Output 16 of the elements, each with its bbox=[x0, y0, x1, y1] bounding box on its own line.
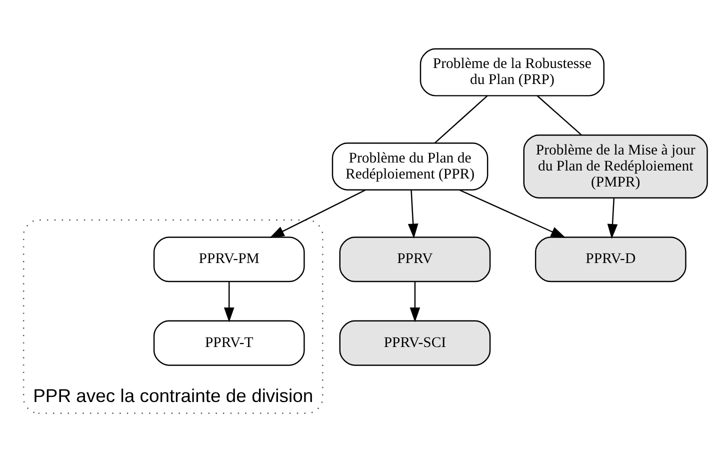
node-box: PPRV-PM bbox=[153, 236, 305, 282]
node-box: Problème de la Mise à jour du Plan de Redéploiement (PMPR) bbox=[523, 134, 708, 198]
arrow bbox=[459, 190, 566, 238]
node-box: PPRV bbox=[339, 236, 491, 282]
arrow bbox=[408, 190, 418, 239]
arrow bbox=[607, 198, 618, 239]
arrow bbox=[224, 282, 234, 322]
node-box: PPRV-SCI bbox=[339, 320, 491, 366]
connector bbox=[536, 95, 582, 136]
node-box: PPRV-D bbox=[534, 236, 686, 282]
connector bbox=[434, 95, 488, 144]
node-box: Problème du Plan de Redéploiement (PPR) bbox=[332, 142, 488, 190]
node-box: Problème de la Robustesse du Plan (PRP) bbox=[420, 48, 604, 96]
arrow bbox=[410, 282, 420, 322]
arrow bbox=[269, 190, 366, 238]
node-box: PPRV-T bbox=[153, 320, 305, 366]
